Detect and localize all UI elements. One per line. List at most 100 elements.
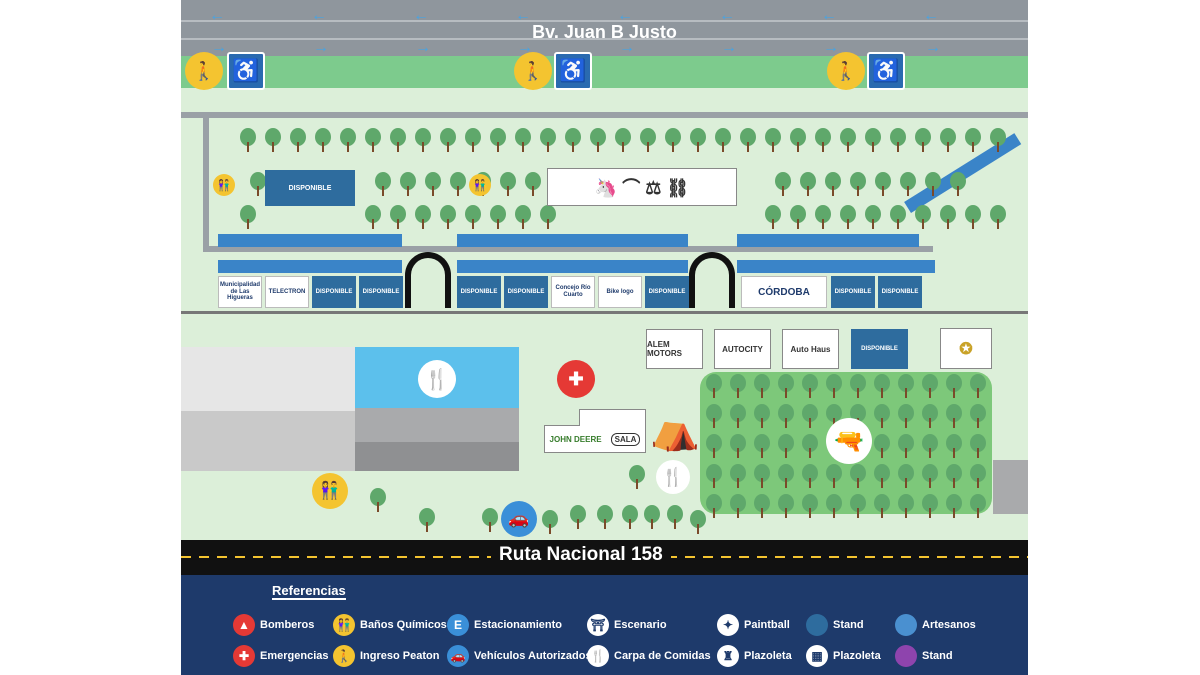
top-road: ←→←→←→←→←→←→←→←→ Bv. Juan B Justo bbox=[181, 0, 1028, 58]
playground-area: 🦄 ⌒ ⚖ ⛓ bbox=[547, 168, 737, 206]
accessibility-icon: ♿ bbox=[867, 52, 905, 90]
tree bbox=[864, 128, 882, 152]
tree bbox=[514, 205, 532, 229]
stand-dot bbox=[806, 614, 828, 636]
tree bbox=[499, 172, 517, 196]
stand[interactable]: DISPONIBLE bbox=[457, 276, 501, 308]
food-icon: 🍴 bbox=[418, 360, 456, 398]
restroom-icon: 👫 bbox=[213, 174, 235, 196]
food-icon: 🍴 bbox=[587, 645, 609, 667]
arrow-left-icon: ← bbox=[719, 7, 735, 24]
tree bbox=[921, 404, 939, 428]
stand[interactable]: DISPONIBLE bbox=[312, 276, 356, 308]
tree bbox=[899, 172, 917, 196]
tree bbox=[964, 128, 982, 152]
legend-label: Vehículos Autorizados bbox=[474, 650, 592, 662]
artisans-area bbox=[218, 260, 402, 273]
tree bbox=[969, 374, 987, 398]
restroom-icon: 👫 bbox=[469, 174, 491, 196]
stand[interactable]: DISPONIBLE bbox=[645, 276, 689, 308]
upper-stand[interactable]: DISPONIBLE bbox=[265, 170, 355, 206]
fire-icon: ▲ bbox=[233, 614, 255, 636]
stand[interactable]: Auto Haus bbox=[782, 329, 839, 369]
legend-label: Escenario bbox=[614, 619, 667, 631]
arrow-right-icon: → bbox=[313, 39, 329, 56]
paintball-icon: 🔫 bbox=[826, 418, 872, 464]
pedestrian-entrance-icon[interactable]: 🚶 bbox=[514, 52, 552, 90]
car-icon: 🚗 bbox=[501, 501, 537, 537]
tree bbox=[989, 205, 1007, 229]
tree bbox=[414, 205, 432, 229]
tree bbox=[239, 128, 257, 152]
monument-icon: ♜ bbox=[717, 645, 739, 667]
tree bbox=[873, 374, 891, 398]
food-icon: 🍴 bbox=[656, 460, 690, 494]
stand[interactable]: DISPONIBLE bbox=[878, 276, 922, 308]
tree bbox=[729, 404, 747, 428]
tree bbox=[705, 404, 723, 428]
tree bbox=[897, 404, 915, 428]
stand-purple-dot bbox=[895, 645, 917, 667]
fair-map: ←→←→←→←→←→←→←→←→ Bv. Juan B Justo 🚶 ♿ 🚶 … bbox=[181, 0, 1028, 675]
pedestrian-entrance-icon[interactable]: 🚶 bbox=[827, 52, 865, 90]
tree bbox=[945, 494, 963, 518]
tree bbox=[753, 404, 771, 428]
stage-tent-icon: ⛺ bbox=[650, 408, 700, 452]
stage-icon: ⛩ bbox=[587, 614, 609, 636]
tree bbox=[914, 128, 932, 152]
entrance-arch bbox=[689, 252, 735, 308]
tree bbox=[969, 404, 987, 428]
tree bbox=[897, 374, 915, 398]
tree bbox=[921, 434, 939, 458]
stand[interactable]: CÓRDOBA bbox=[741, 276, 827, 308]
legend-item: 🚶Ingreso Peaton bbox=[333, 645, 439, 667]
building bbox=[181, 411, 358, 471]
tree bbox=[789, 128, 807, 152]
stand[interactable]: Concejo Río Cuarto bbox=[551, 276, 595, 308]
tree bbox=[705, 464, 723, 488]
tree bbox=[824, 172, 842, 196]
stand[interactable]: ALEM MOTORS bbox=[646, 329, 703, 369]
tree bbox=[729, 464, 747, 488]
stand[interactable]: AUTOCITY bbox=[714, 329, 771, 369]
tree bbox=[801, 494, 819, 518]
tree bbox=[589, 128, 607, 152]
legend-item: ▲Bomberos bbox=[233, 614, 314, 636]
tree bbox=[969, 434, 987, 458]
stand[interactable]: Bike logo bbox=[598, 276, 642, 308]
sponsor-john-deere: JOHN DEERE bbox=[549, 434, 602, 444]
legend-label: Plazoleta bbox=[833, 650, 881, 662]
walkway bbox=[203, 246, 933, 252]
tree bbox=[414, 128, 432, 152]
stand[interactable]: DISPONIBLE bbox=[359, 276, 403, 308]
tree bbox=[666, 505, 684, 529]
tree bbox=[389, 128, 407, 152]
tree bbox=[489, 128, 507, 152]
tree bbox=[897, 494, 915, 518]
tree bbox=[949, 172, 967, 196]
sponsor-stand[interactable]: JOHN DEERE SALA bbox=[544, 425, 646, 453]
stand[interactable]: DISPONIBLE bbox=[504, 276, 548, 308]
tree bbox=[989, 128, 1007, 152]
military-emblem: ✪ bbox=[940, 328, 992, 369]
tree bbox=[489, 205, 507, 229]
stand[interactable]: DISPONIBLE bbox=[831, 276, 875, 308]
tree bbox=[569, 505, 587, 529]
tree bbox=[729, 494, 747, 518]
tree bbox=[514, 128, 532, 152]
tree bbox=[873, 464, 891, 488]
legend-item: Artesanos bbox=[895, 614, 976, 636]
tree bbox=[945, 464, 963, 488]
stand[interactable]: Municipalidad de Las Higueras bbox=[218, 276, 262, 308]
stand[interactable]: DISPONIBLE bbox=[851, 329, 908, 369]
tree bbox=[714, 128, 732, 152]
plaza-icon: ▦ bbox=[806, 645, 828, 667]
tree bbox=[539, 128, 557, 152]
artisans-area bbox=[218, 234, 402, 247]
legend-item: 🍴Carpa de Comidas bbox=[587, 645, 711, 667]
tree bbox=[825, 374, 843, 398]
legend-label: Estacionamiento bbox=[474, 619, 563, 631]
stand[interactable]: TELECTRON bbox=[265, 276, 309, 308]
tree bbox=[789, 205, 807, 229]
pedestrian-entrance-icon[interactable]: 🚶 bbox=[185, 52, 223, 90]
